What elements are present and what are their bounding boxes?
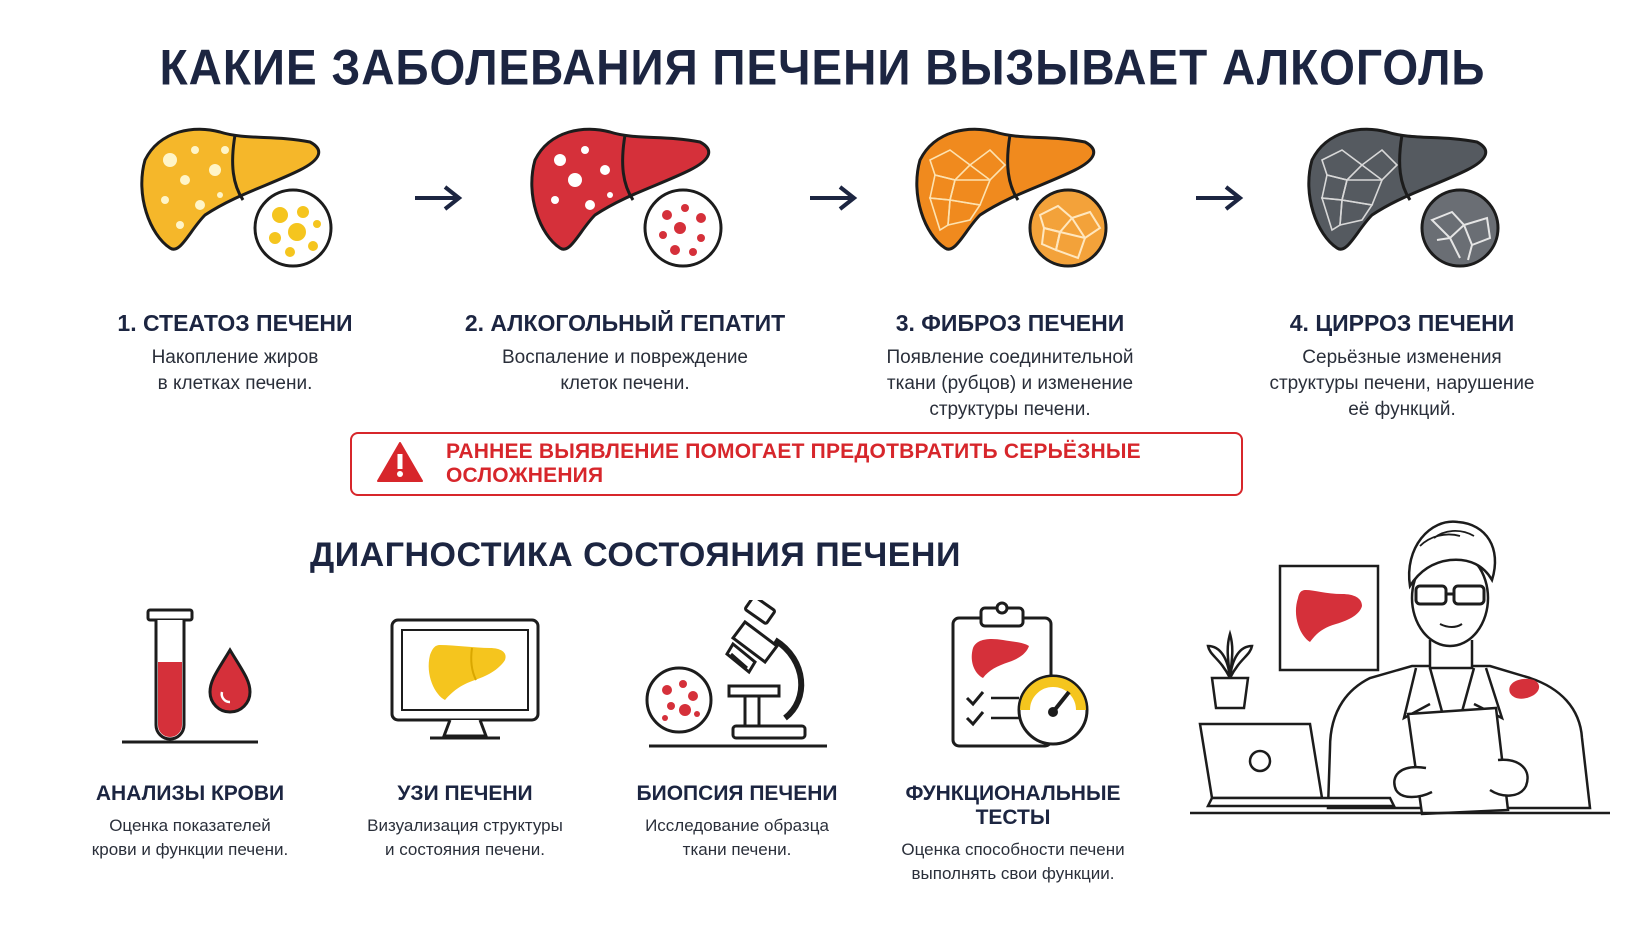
stage-desc-line: структуры печени, нарушение <box>1269 373 1535 394</box>
diagnostic-desc-line: Визуализация структуры <box>367 816 563 835</box>
page-title: КАКИЕ ЗАБОЛЕВАНИЯ ПЕЧЕНИ ВЫЗЫВАЕТ АЛКОГО… <box>159 38 1486 96</box>
arrow-right-icon <box>808 183 858 218</box>
diagnostic-desc-line: крови и функции печени. <box>91 840 289 859</box>
diagnostic-desc-line: ткани печени. <box>682 840 792 859</box>
laptop-icon <box>1198 722 1397 808</box>
stage-name: 3. ФИБРОЗ ПЕЧЕНИ <box>895 310 1125 336</box>
stage-desc: Накопление жиров в клетках печени. <box>55 345 415 397</box>
diagnostic-desc-line: Оценка показателей <box>109 816 271 835</box>
stage-desc-line: в клетках печени. <box>157 373 313 394</box>
warning-text: РАННЕЕ ВЫЯВЛЕНИЕ ПОМОГАЕТ ПРЕДОТВРАТИТЬ … <box>446 440 1141 487</box>
liver-poster-icon <box>1278 564 1380 672</box>
stage-name: 4. ЦИРРОЗ ПЕЧЕНИ <box>1289 310 1515 336</box>
stage-desc: Серьёзные изменения структуры печени, на… <box>1222 345 1582 423</box>
diagnostic-desc-line: выполнять свои функции. <box>911 864 1115 883</box>
stage-cirrhosis: 4. ЦИРРОЗ ПЕЧЕНИ Серьёзные изменения стр… <box>1222 120 1582 423</box>
stage-desc-line: структуры печени. <box>929 399 1091 420</box>
stage-steatosis: 1. СТЕАТОЗ ПЕЧЕНИ Накопление жиров в кле… <box>55 120 415 397</box>
stage-desc-line: ткани (рубцов) и изменение <box>886 373 1134 394</box>
warning-triangle-icon <box>376 441 424 488</box>
monitor-icon <box>390 618 540 740</box>
stage-desc-line: клеток печени. <box>560 373 690 394</box>
clipboard-gauge-icon <box>951 601 1089 748</box>
diagnostic-name: ФУНКЦИОНАЛЬНЫЕ ТЕСТЫ <box>905 782 1121 829</box>
arrow-right-icon <box>413 183 463 218</box>
stage-hepatitis: 2. АЛКОГОЛЬНЫЙ ГЕПАТИТ Воспаление и повр… <box>445 120 805 397</box>
inflamed-liver-icon <box>530 127 723 268</box>
diagnostic-ultrasound: УЗИ ПЕЧЕНИ Визуализация структуры и сост… <box>325 600 605 862</box>
diagnostic-function-tests: ФУНКЦИОНАЛЬНЫЕ ТЕСТЫ Оценка способности … <box>873 600 1153 886</box>
stage-name: 2. АЛКОГОЛЬНЫЙ ГЕПАТИТ <box>464 310 786 336</box>
diagnostic-desc-line: Исследование образца <box>645 816 829 835</box>
diagnostic-desc-line: Оценка способности печени <box>901 840 1125 859</box>
stage-fibrosis: 3. ФИБРОЗ ПЕЧЕНИ Появление соединительно… <box>830 120 1190 423</box>
plant-icon <box>1206 629 1254 710</box>
fatty-liver-icon <box>140 127 333 268</box>
stage-desc: Появление соединительной ткани (рубцов) … <box>830 345 1190 423</box>
diagnostic-biopsy: БИОПСИЯ ПЕЧЕНИ Исследование образца ткан… <box>597 600 877 862</box>
warning-banner: РАННЕЕ ВЫЯВЛЕНИЕ ПОМОГАЕТ ПРЕДОТВРАТИТЬ … <box>350 432 1243 496</box>
diagnostic-desc-line: и состояния печени. <box>385 840 545 859</box>
stage-desc-line: Появление соединительной <box>886 347 1134 368</box>
diagnostic-blood-tests: АНАЛИЗЫ КРОВИ Оценка показателей крови и… <box>50 600 330 862</box>
fibrotic-liver-icon <box>915 127 1108 268</box>
stage-name: 1. СТЕАТОЗ ПЕЧЕНИ <box>117 310 353 336</box>
arrow-right-icon <box>1194 183 1244 218</box>
diagnostic-desc: Визуализация структуры и состояния печен… <box>325 814 605 862</box>
doctor-illustration <box>1190 508 1610 858</box>
diagnostic-desc: Оценка способности печени выполнять свои… <box>873 838 1153 886</box>
diagnostics-title: ДИАГНОСТИКА СОСТОЯНИЯ ПЕЧЕНИ <box>310 536 961 574</box>
diagnostic-name: УЗИ ПЕЧЕНИ <box>397 782 533 805</box>
stage-desc-line: Накопление жиров <box>151 347 319 368</box>
diagnostic-name: БИОПСИЯ ПЕЧЕНИ <box>636 782 838 805</box>
stage-desc-line: Серьёзные изменения <box>1302 347 1502 368</box>
test-tube-icon <box>122 608 258 744</box>
diagnostic-desc: Оценка показателей крови и функции печен… <box>50 814 330 862</box>
stage-desc-line: Воспаление и повреждение <box>502 347 748 368</box>
stage-desc-line: её функций. <box>1348 399 1456 420</box>
diagnostic-name: АНАЛИЗЫ КРОВИ <box>95 782 285 805</box>
cirrhotic-liver-icon <box>1307 127 1500 268</box>
diagnostic-desc: Исследование образца ткани печени. <box>597 814 877 862</box>
microscope-icon <box>645 600 827 748</box>
stage-desc: Воспаление и повреждение клеток печени. <box>445 345 805 397</box>
